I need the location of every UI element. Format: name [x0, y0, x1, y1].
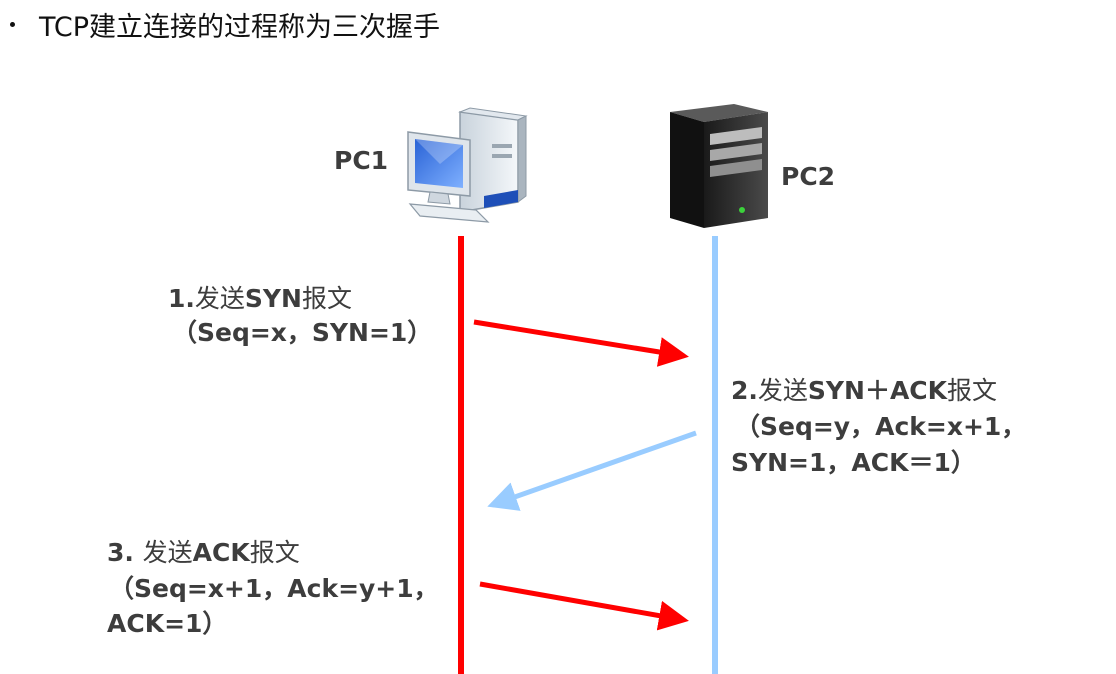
pc1-label: PC1 [334, 146, 389, 175]
arrow-ack [479, 581, 689, 631]
step1-title: 1.发送SYN报文 [168, 284, 352, 313]
step2-detail-2: SYN=1，ACK＝1） [731, 448, 976, 477]
title-line: TCP建立连接的过程称为三次握手 [10, 4, 440, 44]
step3-title: 3. 发送ACK报文 [107, 538, 300, 567]
step3-detail-1: （Seq=x+1，Ack=y+1， [109, 574, 439, 603]
pc2-timeline [712, 236, 718, 674]
step2-detail-1: （Seq=y，Ack=x+1， [735, 412, 1027, 441]
arrow-syn-ack [487, 430, 697, 511]
pc2-label: PC2 [781, 162, 836, 191]
server-tower-icon [670, 104, 768, 228]
desktop-computer-icon [407, 107, 528, 223]
page-title: TCP建立连接的过程称为三次握手 [39, 11, 441, 43]
pc1-timeline [458, 236, 464, 674]
step3-detail-2: ACK=1） [107, 609, 228, 638]
step1-detail: （Seq=x，SYN=1） [172, 318, 433, 347]
step2-title: 2.发送SYN＋ACK报文 [731, 376, 998, 405]
bullet-icon [10, 21, 15, 27]
arrow-syn [473, 319, 689, 367]
